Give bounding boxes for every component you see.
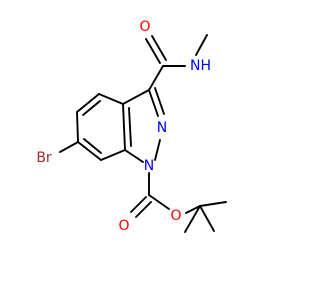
bond-c5-c6 (76, 111, 79, 143)
bond-tbu-me1 (199, 201, 227, 207)
bond-c3-n2-1 (148, 89, 159, 117)
bond-c6-br (59, 141, 79, 153)
bond-amide-co-1 (145, 38, 161, 64)
atom-label-methyl-n: NH (190, 58, 211, 74)
bond-ester-co-2 (135, 201, 152, 218)
bond-c3-c3a (122, 89, 150, 105)
bond-n2-n1 (154, 139, 161, 161)
bond-c3-n2-2 (154, 87, 165, 115)
bond-c3a-c7a-inner (128, 107, 132, 147)
bond-c3a-c7a (122, 103, 126, 151)
bond-ester-c-o (148, 194, 170, 210)
atom-label-ester-o-carbonyl: O (118, 218, 129, 234)
bond-tbu-me2 (199, 205, 215, 232)
bond-c7-c7a (100, 149, 126, 161)
bond-methyl-n (195, 34, 208, 56)
bond-c6-c7-inner (83, 138, 102, 154)
bond-c3a-c4 (98, 93, 124, 105)
bond-o-tbu (185, 205, 201, 214)
bond-c6-c7 (77, 141, 102, 161)
atom-label-ring-n2: N (157, 120, 167, 136)
bond-c4-c5-inner (82, 100, 101, 116)
atom-labels: NH O N N Br O O (36, 19, 211, 234)
atom-label-bromine: Br (36, 150, 52, 166)
bond-ester-co-1 (130, 196, 147, 213)
bond-amide-co-2 (151, 35, 167, 61)
atom-label-amide-o: O (139, 19, 150, 35)
bond-carbonyl-c3 (148, 65, 164, 91)
bond-n1-c7a (124, 149, 144, 163)
bond-c4-c5 (76, 93, 100, 113)
molecule-structure: NH O N N Br O O (36, 19, 227, 234)
atom-label-ring-n1: N (144, 158, 154, 174)
bond-lines (59, 34, 227, 233)
atom-label-ester-o-ether: O (170, 208, 181, 224)
bond-tbu-me3 (184, 205, 201, 233)
